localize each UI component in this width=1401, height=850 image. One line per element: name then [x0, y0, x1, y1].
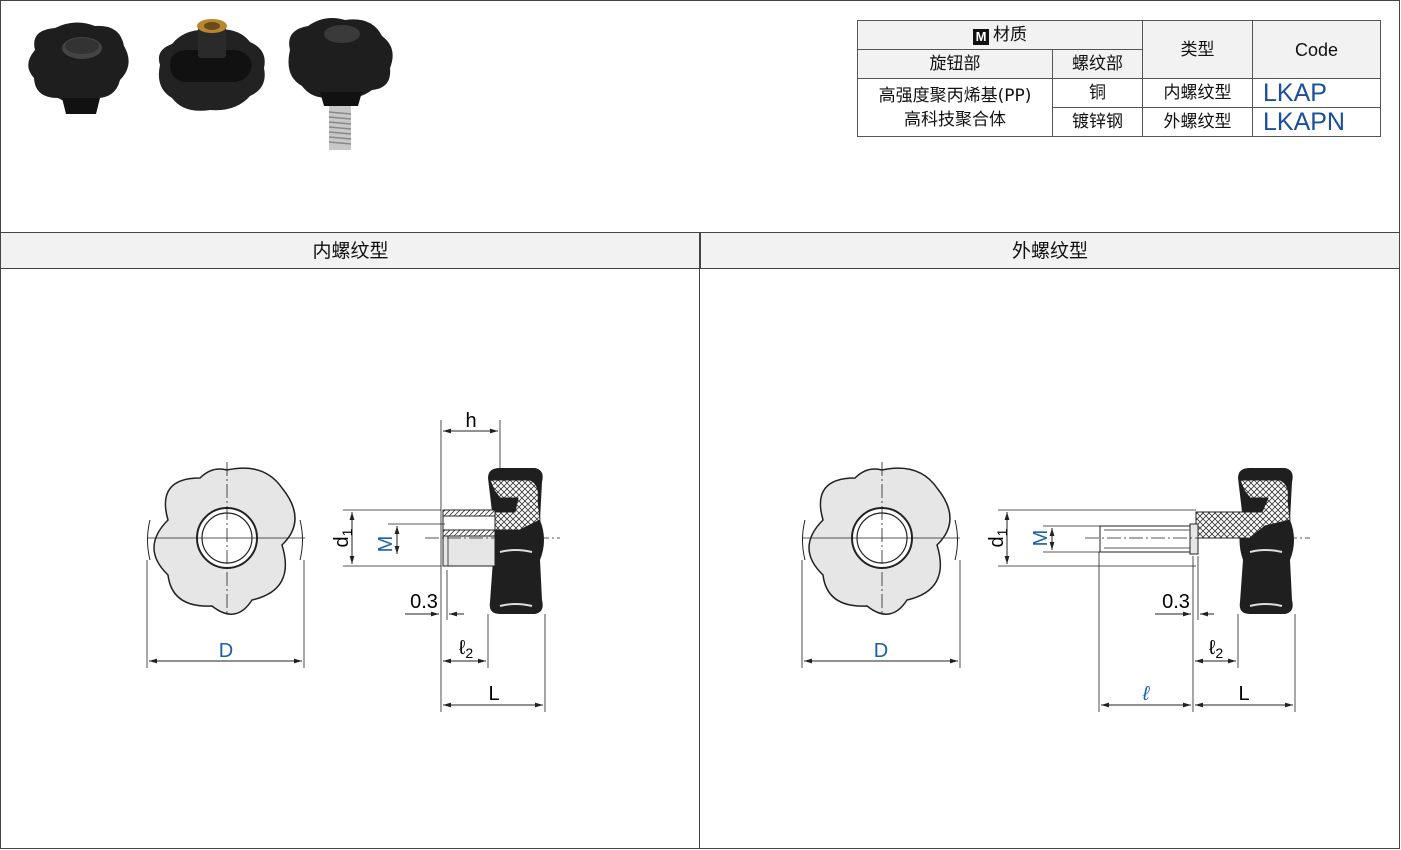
dim-l-right: ℓ [1142, 683, 1151, 705]
left-front-view [146, 462, 305, 668]
dim-l2-left: ℓ2 [459, 637, 473, 661]
dim-L-left: L [488, 683, 499, 705]
dim-M-right: M [1030, 530, 1052, 547]
dim-d1-left: d1 [331, 528, 355, 547]
knob-header: 旋钮部 [857, 49, 1053, 79]
left-side-view [343, 420, 560, 712]
right-front-view [801, 462, 961, 668]
section-header-internal: 内螺纹型 [0, 232, 700, 269]
knob-material-line1: 高强度聚丙烯基(PP) [878, 85, 1032, 106]
thread-header: 螺纹部 [1052, 49, 1143, 79]
product-photo-knob-stud [288, 18, 393, 150]
code-lkap[interactable]: LKAP [1252, 78, 1381, 108]
code-lkapn[interactable]: LKAPN [1252, 107, 1381, 137]
knob-material-line2: 高科技聚合体 [904, 109, 1006, 130]
dim-D-left: D [219, 640, 233, 662]
material-m-icon: M [973, 29, 989, 45]
dim-h: h [465, 410, 476, 432]
product-photo-knob-insert [158, 19, 265, 111]
type-2: 外螺纹型 [1142, 107, 1253, 137]
dim-l2-right: ℓ2 [1209, 637, 1223, 661]
material-header: 材质 [993, 25, 1027, 45]
dim-d1-right: d1 [986, 528, 1010, 547]
right-side-view [998, 468, 1310, 712]
section-divider [699, 232, 700, 849]
thread-material-1: 铜 [1052, 78, 1143, 108]
type-1: 内螺纹型 [1142, 78, 1253, 108]
dim-L-right: L [1238, 683, 1249, 705]
code-header: Code [1252, 20, 1381, 79]
knob-material-cell: 高强度聚丙烯基(PP) 高科技聚合体 [857, 78, 1053, 137]
product-photo-knob-top [28, 22, 129, 114]
dim-offset-left: 0.3 [410, 591, 438, 613]
dim-offset-right: 0.3 [1162, 591, 1190, 613]
section-header-external: 外螺纹型 [700, 232, 1400, 269]
dim-M-left: M [375, 536, 397, 553]
thread-material-2: 镀锌钢 [1052, 107, 1143, 137]
dim-D-right: D [874, 640, 888, 662]
